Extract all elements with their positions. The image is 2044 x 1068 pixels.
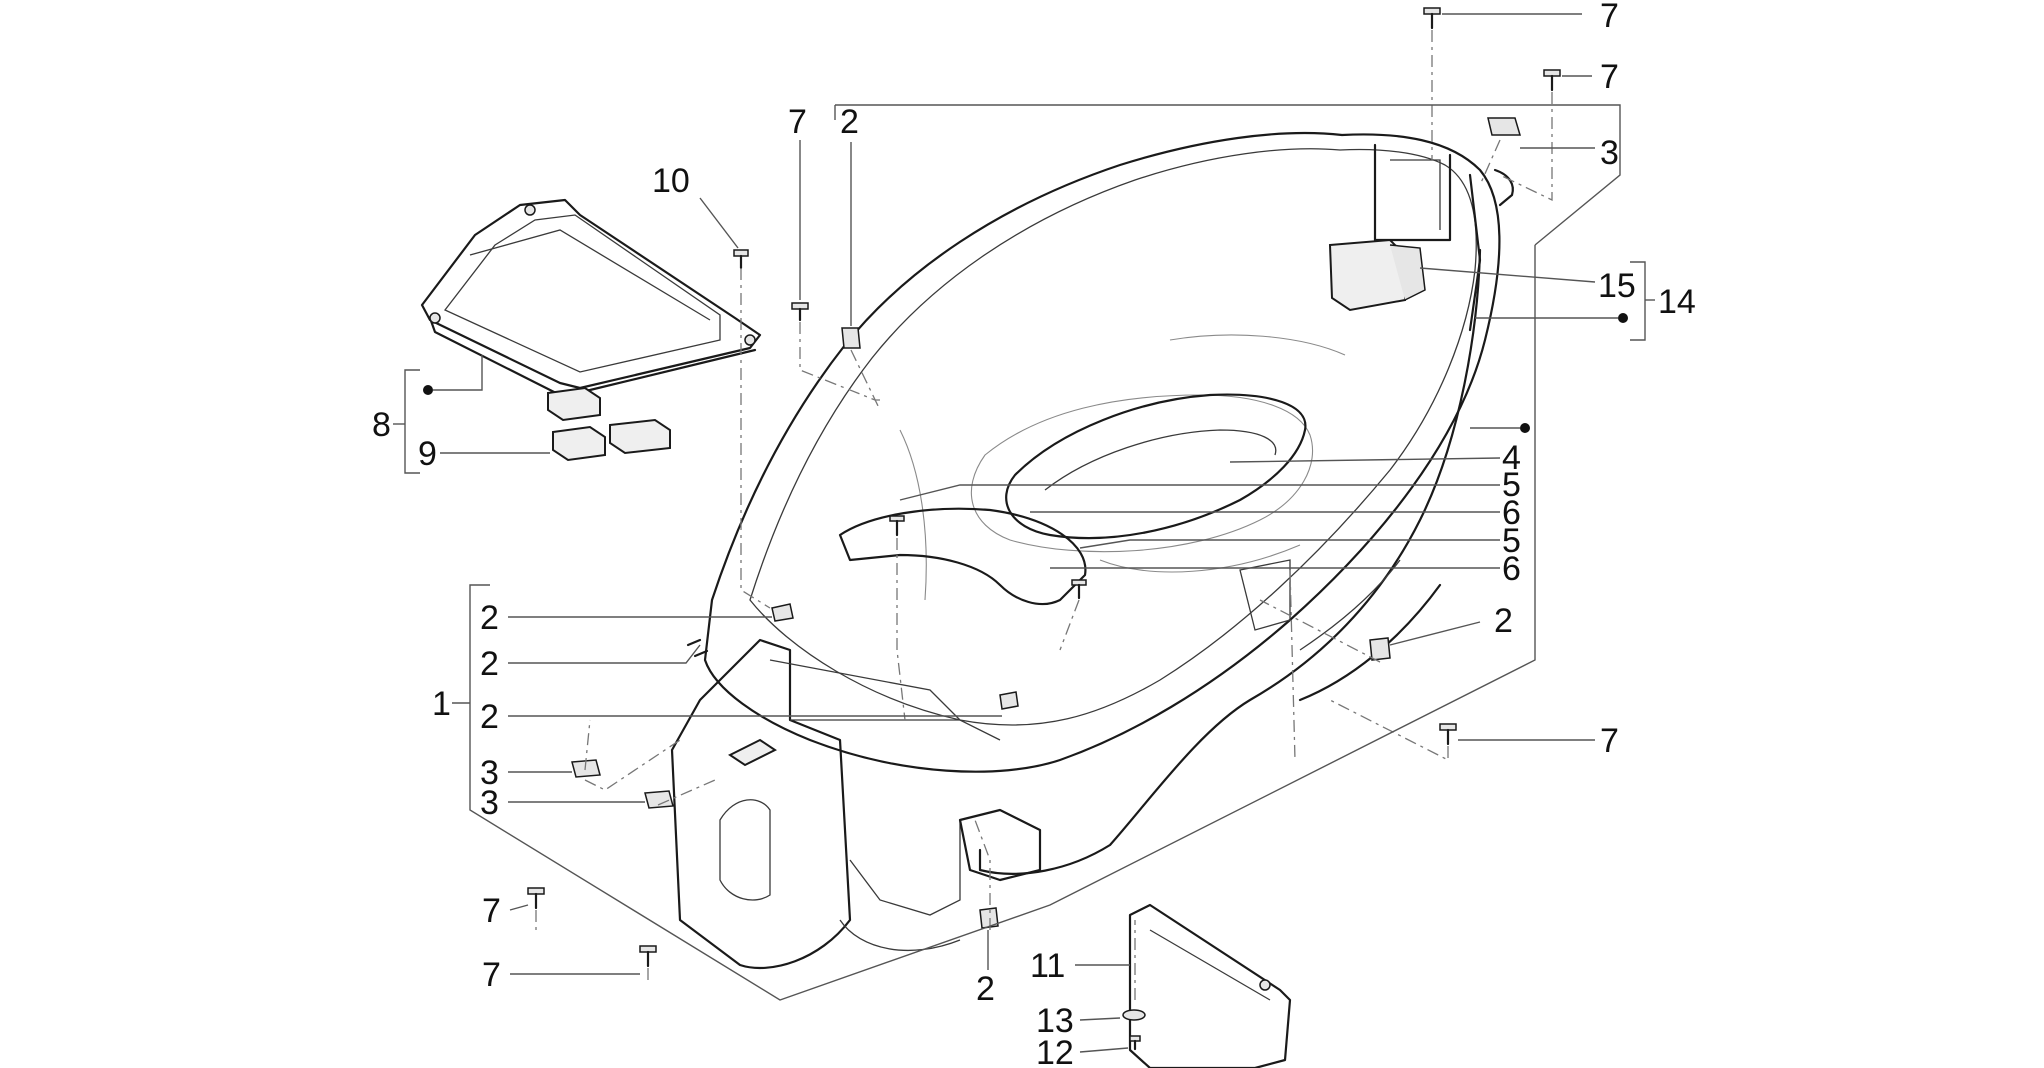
leader-lines bbox=[393, 13, 1655, 1053]
callout-7-bl1: 7 bbox=[482, 892, 501, 930]
callout-2-bottom: 2 bbox=[976, 970, 995, 1008]
callout-10: 10 bbox=[652, 162, 690, 200]
callout-7-left: 7 bbox=[788, 103, 807, 141]
callout-2-left: 2 bbox=[840, 103, 859, 141]
callout-6a: 6 bbox=[1502, 494, 1521, 532]
battery-cover-8 bbox=[420, 198, 762, 397]
callout-8: 8 bbox=[372, 406, 391, 444]
callout-5a: 5 bbox=[1502, 466, 1521, 504]
callout-2-right: 2 bbox=[1494, 602, 1513, 640]
callout-7-right: 7 bbox=[1600, 722, 1619, 760]
callout-4: 4 bbox=[1502, 439, 1521, 477]
callout-3a: 3 bbox=[480, 754, 499, 792]
callout-3b: 3 bbox=[480, 784, 499, 822]
callout-1: 1 bbox=[432, 685, 451, 723]
seat-liner-4 bbox=[838, 393, 1307, 605]
callout-13: 13 bbox=[1036, 1002, 1074, 1040]
box-15 bbox=[1328, 238, 1426, 312]
callout-12: 12 bbox=[1036, 1034, 1074, 1068]
callout-11: 11 bbox=[1030, 947, 1065, 985]
callout-3-top: 3 bbox=[1600, 134, 1619, 172]
helmet-compartment bbox=[670, 131, 1514, 970]
callout-7-top: 7 bbox=[1600, 0, 1619, 35]
callout-labels: 7 7 3 15 14 7 2 10 8 9 4 5 6 5 6 2 2 1 2… bbox=[372, 0, 1696, 1068]
callout-9: 9 bbox=[418, 435, 437, 473]
assembly-axes bbox=[535, 30, 1553, 1000]
flap-11 bbox=[1128, 903, 1292, 1068]
callout-2b: 2 bbox=[480, 645, 499, 683]
callout-14: 14 bbox=[1658, 283, 1696, 321]
fasteners bbox=[527, 7, 1561, 1051]
callout-2a: 2 bbox=[480, 599, 499, 637]
callout-15: 15 bbox=[1598, 267, 1636, 305]
foam-blocks-9 bbox=[547, 386, 671, 462]
callout-7-bl2: 7 bbox=[482, 956, 501, 994]
callout-7-top2: 7 bbox=[1600, 58, 1619, 96]
callout-6b: 6 bbox=[1502, 550, 1521, 588]
callout-2c: 2 bbox=[480, 698, 499, 736]
callout-5b: 5 bbox=[1502, 522, 1521, 560]
